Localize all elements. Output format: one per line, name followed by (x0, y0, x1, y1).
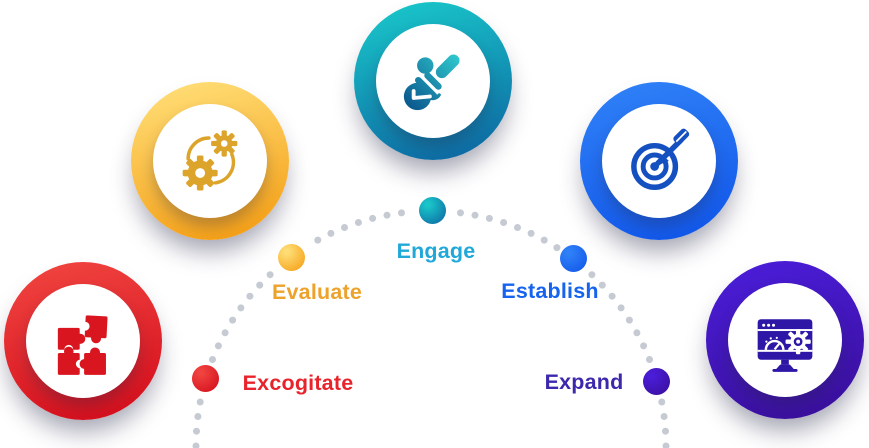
arc-small-dot (327, 229, 335, 237)
arc-small-dot (527, 229, 535, 237)
arc-small-dot (457, 209, 464, 217)
arc-small-dot (354, 219, 362, 226)
arc-small-dot (196, 398, 204, 406)
arc-small-dot (209, 356, 216, 363)
arc-small-dot (617, 304, 625, 312)
arc-small-dot (500, 219, 508, 226)
arc-small-dot (256, 281, 264, 289)
arc-small-dot (588, 271, 596, 279)
arc-small-dot (662, 427, 669, 435)
arc-small-dot (237, 304, 245, 312)
arc-small-dot (398, 209, 405, 217)
arc-small-dot (221, 329, 229, 337)
arc-small-dot (383, 211, 391, 219)
arc-small-dot (471, 211, 479, 219)
arc-small-dot (640, 342, 648, 350)
arc-small-dot (214, 342, 222, 350)
arc-small-dot (646, 356, 653, 363)
arc-small-dot (662, 442, 670, 448)
arc-small-dot (369, 214, 377, 222)
arc-small-dot (194, 413, 202, 420)
arc-small-dot (192, 442, 200, 448)
arc-small-dot (633, 329, 641, 337)
arc-small-dot (540, 236, 548, 244)
arc-small-dot (598, 281, 606, 289)
arc-small-dot (193, 427, 200, 435)
arc-small-dot (553, 244, 561, 252)
arc-small-dot (660, 413, 668, 420)
arc-small-dot (314, 236, 322, 244)
arc-small-dot (625, 316, 633, 324)
arc-small-dot (229, 316, 237, 324)
arc-small-dot (485, 214, 493, 222)
arc-small-dot (266, 271, 274, 279)
arc-small-dot (514, 224, 521, 231)
arc-small-dot (341, 224, 348, 231)
arc-small-dot (608, 292, 616, 300)
arc-small-dot (246, 292, 254, 300)
arc-small-dot (658, 398, 666, 406)
